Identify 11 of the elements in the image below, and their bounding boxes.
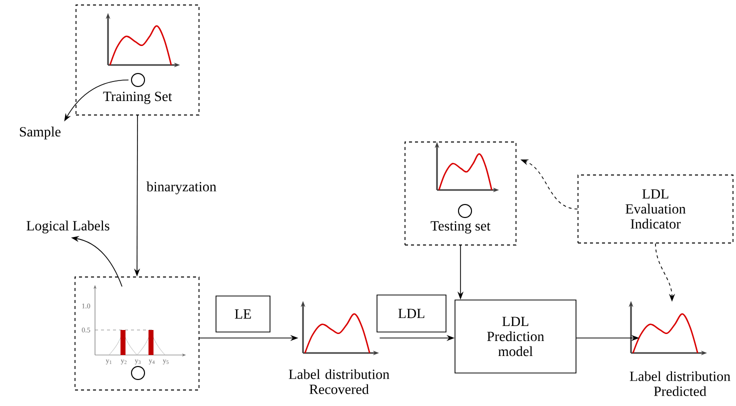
text-label: Logical Labels — [26, 220, 110, 234]
dashed-box: Training Set — [76, 4, 200, 116]
dashed-box: LDL Evaluation Indicator — [578, 174, 734, 244]
label-box: LE — [216, 296, 270, 332]
chart-with-caption: Label distribution Recovered — [288, 369, 390, 394]
chart-with-caption: Label distribution Predicted — [630, 371, 730, 396]
dashed-box: Testing set — [404, 142, 516, 246]
process-box: LDL Prediction model — [454, 300, 576, 374]
label-box: LDL — [376, 294, 446, 332]
text-label: Sample — [20, 126, 61, 140]
edge-label: binaryzation — [146, 182, 216, 194]
